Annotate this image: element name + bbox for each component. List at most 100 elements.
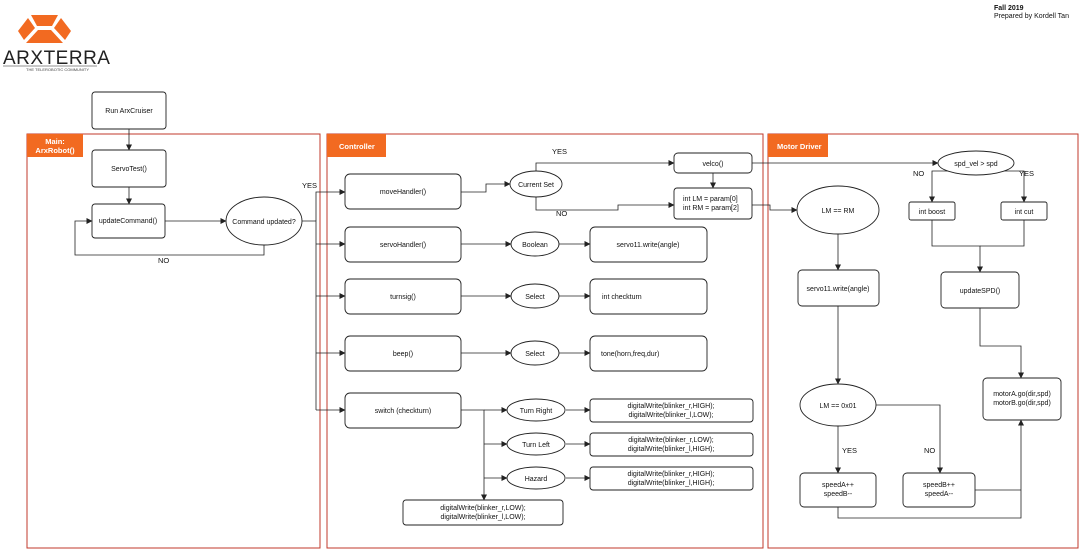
node-update-spd xyxy=(940,271,1020,309)
logo-segment-top xyxy=(31,15,58,26)
node-move-handler-label: moveHandler() xyxy=(380,189,426,196)
edge-spd-cut xyxy=(1001,170,1027,203)
controller-yes-label: YES xyxy=(552,147,567,156)
node-int-boost-label: int boost xyxy=(919,209,946,216)
logo-segment-right xyxy=(54,18,71,40)
node-select-turnsig-label: Select xyxy=(525,294,545,301)
node-motor-servo-write-label: servo11.write(angle) xyxy=(807,286,870,293)
node-velco-label: velco() xyxy=(702,161,723,168)
node-turn-left xyxy=(506,432,566,456)
node-servo-write xyxy=(589,226,708,263)
node-speedB-line2: speedA-- xyxy=(925,491,954,498)
node-motor-go-line1: motorA.go(dir,spd) xyxy=(993,391,1051,398)
logo-subtitle: THE TELEROBOTIC COMMUNITY xyxy=(26,67,89,72)
node-speedA-line2: speedB-- xyxy=(824,491,853,498)
node-default-write xyxy=(402,499,564,526)
node-update-command xyxy=(91,203,166,239)
node-motor-servo-write xyxy=(797,269,880,307)
edge-no-loop xyxy=(74,218,265,256)
lane-main-title-1: Main: xyxy=(45,137,65,146)
node-current-set xyxy=(509,170,563,198)
lane-main-title-2: ArxRobot() xyxy=(35,146,75,155)
node-turn-left-write-line1: digitalWrite(blinker_r,LOW); xyxy=(628,437,714,444)
lane-controller-title: Controller xyxy=(339,142,375,151)
node-turn-right-write-line1: digitalWrite(blinker_r,HIGH); xyxy=(627,403,714,410)
motor-spd-no-label: NO xyxy=(913,169,924,178)
node-turn-right-write xyxy=(589,398,754,423)
edge-no-speedB xyxy=(876,404,943,474)
node-param xyxy=(673,187,753,220)
node-turn-right xyxy=(506,398,566,422)
node-lm-eq-rm-label: LM == RM xyxy=(822,208,855,215)
node-servotest-label: ServoTest() xyxy=(111,166,147,173)
logo-segment-bottom xyxy=(26,30,63,43)
node-beep xyxy=(344,335,462,372)
node-select-beep xyxy=(510,340,560,366)
lane-motor-title: Motor Driver xyxy=(777,142,822,151)
node-servo-handler-label: servoHandler() xyxy=(380,242,426,249)
node-motor-go xyxy=(982,377,1062,421)
node-speedB-line1: speedB++ xyxy=(923,482,955,489)
node-servotest xyxy=(91,149,167,188)
node-int-boost xyxy=(908,201,956,221)
arxterra-logo: ARXTERRA THE TELEROBOTIC COMMUNITY xyxy=(3,15,110,72)
node-turnsig xyxy=(344,278,462,315)
node-run-arxcruiser xyxy=(91,91,167,130)
node-checkturn-label: int checkturn xyxy=(602,294,642,301)
motor-yes-label: YES xyxy=(842,446,857,455)
node-select-beep-label: Select xyxy=(525,351,545,358)
node-hazard-write xyxy=(589,466,754,491)
edge-spd-boost xyxy=(929,170,951,203)
node-turn-left-write-line2: digitalWrite(blinker_l,HIGH); xyxy=(628,446,715,453)
node-speedA xyxy=(799,472,877,508)
node-switch-label: switch (checkturn) xyxy=(375,408,431,415)
lane-motor-driver xyxy=(767,133,1079,549)
prepared-by-label: Prepared by Kordell Tan xyxy=(994,13,1069,20)
node-param-line1: int LM = param[0] xyxy=(683,196,738,203)
node-current-set-label: Current Set xyxy=(518,182,554,189)
node-hazard-write-line1: digitalWrite(blinker_r,HIGH); xyxy=(627,471,714,478)
node-hazard-label: Hazard xyxy=(525,476,548,483)
edge-current-velco xyxy=(535,160,675,172)
node-lm-eq-01-label: LM == 0x01 xyxy=(820,403,857,410)
logo-segment-left xyxy=(18,18,35,40)
node-servo-write-label: servo11.write(angle) xyxy=(617,242,680,249)
node-speedA-line1: speedA++ xyxy=(822,482,854,489)
node-turn-left-label: Turn Left xyxy=(522,442,550,449)
node-switch xyxy=(344,392,462,429)
node-command-updated xyxy=(225,196,303,246)
node-int-cut-label: int cut xyxy=(1015,209,1034,216)
node-lm-eq-rm xyxy=(796,185,880,235)
node-param-line2: int RM = param[2] xyxy=(683,205,739,212)
lane-motor-tab xyxy=(768,134,828,157)
edge-to-move xyxy=(315,189,346,221)
node-command-updated-label: Command updated? xyxy=(232,219,296,226)
lane-main xyxy=(26,133,321,549)
node-motor-go-line2: motorB.go(dir,spd) xyxy=(993,400,1051,407)
lane-controller xyxy=(326,133,764,549)
node-tone-label: tone(horn,freq,dur) xyxy=(601,351,659,358)
node-servo-handler xyxy=(344,226,462,263)
node-run-arxcruiser-label: Run ArxCruiser xyxy=(105,108,153,115)
edge-param-lmrm xyxy=(752,204,798,213)
lane-controller-tab xyxy=(327,134,386,157)
node-boolean-label: Boolean xyxy=(522,242,548,249)
node-tone xyxy=(589,335,708,372)
node-hazard xyxy=(506,466,566,490)
node-lm-eq-01 xyxy=(799,383,877,427)
node-move-handler xyxy=(344,173,462,210)
node-turn-right-label: Turn Right xyxy=(520,408,552,415)
motor-no-label: NO xyxy=(924,446,935,455)
edge-switch-default xyxy=(461,409,487,501)
node-update-spd-label: updateSPD() xyxy=(960,288,1000,295)
node-turn-left-write xyxy=(589,432,754,457)
edge-update-motor xyxy=(979,308,1024,379)
edge-dispatch-trunk xyxy=(302,220,317,410)
node-int-cut xyxy=(1000,201,1048,221)
node-default-write-line1: digitalWrite(blinker_r,LOW); xyxy=(440,505,526,512)
edge-current-param xyxy=(535,196,675,211)
motor-spd-yes-label: YES xyxy=(1019,169,1034,178)
node-default-write-line2: digitalWrite(blinker_l,LOW); xyxy=(440,514,525,521)
edge-move-current xyxy=(461,181,511,193)
lane-main-tab xyxy=(27,134,83,157)
